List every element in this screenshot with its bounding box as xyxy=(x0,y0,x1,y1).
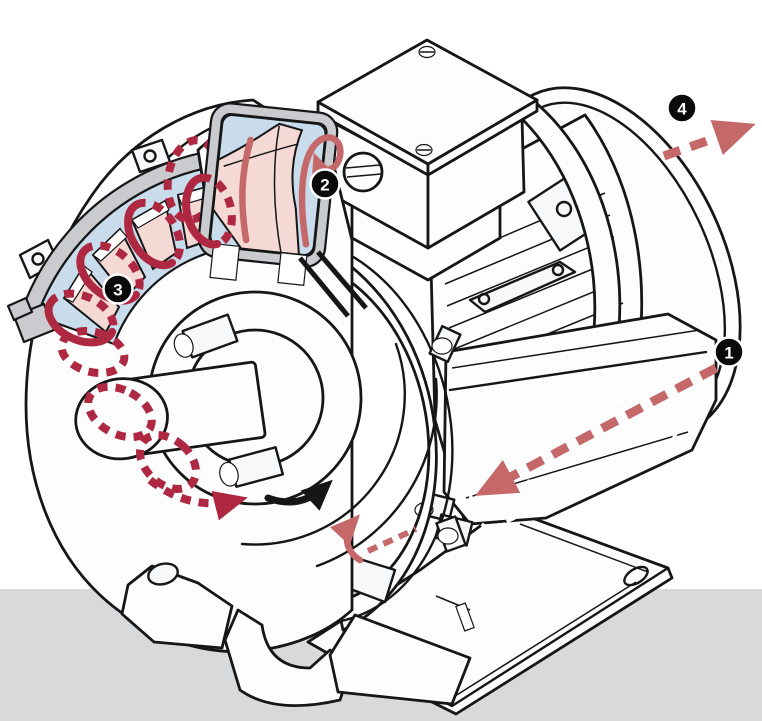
mounting-feet xyxy=(120,562,472,708)
ring-clamp-bolt-lower xyxy=(435,515,467,553)
inlet-port-arrow xyxy=(329,514,418,564)
bolt-hole xyxy=(623,565,649,587)
outlet-flow-arrow xyxy=(662,119,756,161)
callout-4-badge: 4 xyxy=(666,92,698,124)
front-dish-arcs xyxy=(240,342,438,568)
terminal-box xyxy=(316,38,539,282)
impeller-rotation-arrow xyxy=(264,479,333,511)
callout-1-label: 1 xyxy=(724,344,733,363)
terminal-box-lid xyxy=(316,38,539,166)
lid-screw-near xyxy=(415,143,433,157)
callout-1-badge: 1 xyxy=(713,336,745,368)
blade-circulation-arrow-a xyxy=(239,136,254,244)
cable-gland xyxy=(342,151,384,193)
callout-2-badge: 2 xyxy=(309,168,341,200)
section-cut-edges xyxy=(298,250,368,318)
silencer-tube-dashed-outline xyxy=(469,374,684,530)
inset-clamp-foot xyxy=(209,242,241,281)
callout-2-label: 2 xyxy=(320,176,329,195)
callout-4-label: 4 xyxy=(677,100,687,119)
inlet-silencer xyxy=(414,312,718,547)
callout-3-label: 3 xyxy=(113,281,122,300)
helical-flow-coil xyxy=(44,173,248,521)
lid-screw-far xyxy=(418,45,436,59)
coil-end-arrow xyxy=(147,476,248,521)
motor-foot-rail xyxy=(468,260,577,314)
section-rim-end-cap xyxy=(6,296,56,344)
hub-clamp-lower xyxy=(219,446,285,488)
intake-flow-arrow xyxy=(475,364,719,496)
hub-clamp-upper xyxy=(173,313,239,359)
callout-3-badge: 3 xyxy=(102,273,134,305)
ring-clamp-bolt-upper xyxy=(428,324,462,364)
